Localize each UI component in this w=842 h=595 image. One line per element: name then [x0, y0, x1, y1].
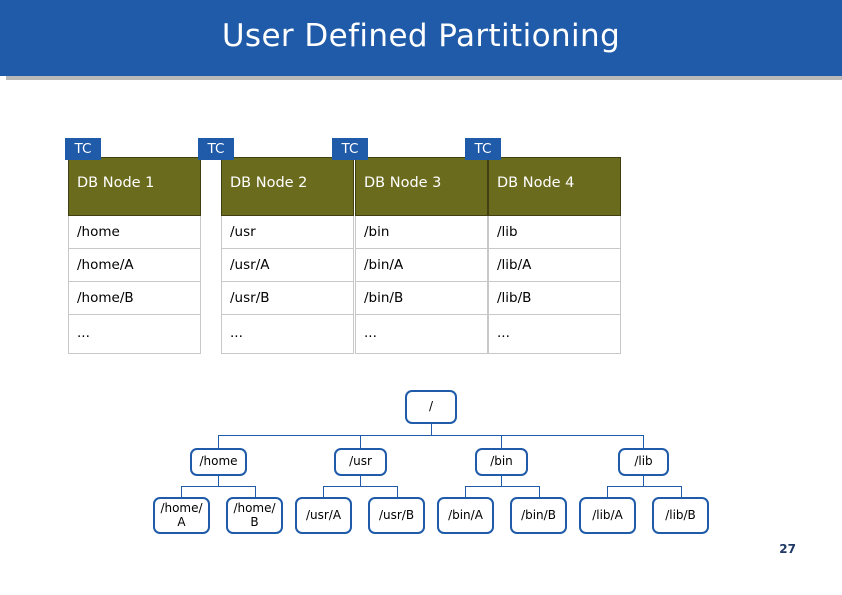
table-cell: /lib/A	[488, 249, 621, 282]
cell-label: /bin/A	[364, 257, 404, 273]
tree-connector	[681, 486, 682, 497]
tree-connector	[218, 435, 643, 436]
tree-connector	[501, 435, 502, 448]
table-cell: ...	[355, 315, 488, 354]
table-cell: ...	[488, 315, 621, 354]
cell-label: ...	[230, 325, 243, 341]
tree-connector	[255, 486, 256, 497]
tc-badge-node-2: TC	[198, 138, 234, 160]
directory-tree: / /home /usr /bin /lib /home/ A /home/ B…	[0, 380, 842, 550]
table-cell: /usr	[221, 216, 354, 249]
table-cell: /home	[68, 216, 201, 249]
column-header-label: DB Node 4	[497, 175, 575, 191]
tc-badge-node-4: TC	[465, 138, 501, 160]
tree-node-lib-b: /lib/B	[652, 497, 709, 534]
column-header-label: DB Node 1	[77, 175, 155, 191]
table-cell: /home/A	[68, 249, 201, 282]
cell-label: /lib/A	[497, 257, 532, 273]
tree-connector	[643, 476, 644, 486]
table-column-node-2: DB Node 2 /usr /usr/A /usr/B ...	[221, 157, 354, 354]
tree-connector	[181, 486, 255, 487]
table-column-node-1: DB Node 1 /home /home/A /home/B ...	[68, 157, 201, 354]
tree-connector	[397, 486, 398, 497]
tree-connector	[218, 435, 219, 448]
tree-node-bin-a: /bin/A	[437, 497, 494, 534]
cell-label: /bin	[364, 224, 390, 240]
tc-badge-node-1: TC	[65, 138, 101, 160]
column-header-node-1: DB Node 1	[68, 157, 201, 216]
tree-node-home: /home	[190, 448, 247, 476]
column-header-label: DB Node 2	[230, 175, 308, 191]
tree-node-home-a: /home/ A	[153, 497, 210, 534]
column-header-node-4: DB Node 4	[488, 157, 621, 216]
tree-connector	[181, 486, 182, 497]
table-cell: /bin	[355, 216, 488, 249]
table-cell: /lib	[488, 216, 621, 249]
cell-label: ...	[497, 325, 510, 341]
tree-node-lib-a: /lib/A	[579, 497, 636, 534]
cell-label: ...	[77, 325, 90, 341]
table-cell: ...	[68, 315, 201, 354]
cell-label: /home	[77, 224, 120, 240]
cell-label: /home/A	[77, 257, 134, 273]
table-cell: /lib/B	[488, 282, 621, 315]
page-title: User Defined Partitioning	[221, 18, 621, 54]
table-column-node-3: DB Node 3 /bin /bin/A /bin/B ...	[355, 157, 488, 354]
tree-node-bin-b: /bin/B	[510, 497, 567, 534]
tc-badge-node-3: TC	[332, 138, 368, 160]
title-bar-shadow	[6, 76, 842, 80]
cell-label: /home/B	[77, 290, 134, 306]
page-number: 27	[779, 542, 796, 556]
tree-node-root: /	[405, 390, 457, 424]
column-header-node-2: DB Node 2	[221, 157, 354, 216]
table-cell: /usr/B	[221, 282, 354, 315]
tree-connector	[501, 476, 502, 486]
cell-label: /lib/B	[497, 290, 532, 306]
tree-connector	[323, 486, 397, 487]
cell-label: /bin/B	[364, 290, 404, 306]
tree-connector	[323, 486, 324, 497]
cell-label: /usr/A	[230, 257, 270, 273]
cell-label: ...	[364, 325, 377, 341]
table-column-node-4: DB Node 4 /lib /lib/A /lib/B ...	[488, 157, 621, 354]
tree-connector	[643, 435, 644, 448]
tree-node-lib: /lib	[618, 448, 669, 476]
tree-connector	[539, 486, 540, 497]
cell-label: /usr/B	[230, 290, 270, 306]
tree-connector	[431, 424, 432, 435]
column-header-label: DB Node 3	[364, 175, 442, 191]
cell-label: /lib	[497, 224, 518, 240]
tree-connector	[607, 486, 681, 487]
table-cell: /home/B	[68, 282, 201, 315]
tree-node-bin: /bin	[475, 448, 528, 476]
slide-title-bar	[0, 0, 842, 76]
tree-connector	[465, 486, 466, 497]
cell-label: /usr	[230, 224, 256, 240]
tree-node-usr: /usr	[334, 448, 387, 476]
tree-connector	[218, 476, 219, 486]
table-cell: /usr/A	[221, 249, 354, 282]
tree-node-home-b: /home/ B	[226, 497, 283, 534]
tree-connector	[465, 486, 539, 487]
table-cell: /bin/A	[355, 249, 488, 282]
tree-connector	[360, 435, 361, 448]
tree-connector	[607, 486, 608, 497]
tree-node-usr-a: /usr/A	[295, 497, 352, 534]
table-cell: ...	[221, 315, 354, 354]
tree-node-usr-b: /usr/B	[368, 497, 425, 534]
table-cell: /bin/B	[355, 282, 488, 315]
column-header-node-3: DB Node 3	[355, 157, 488, 216]
tree-connector	[360, 476, 361, 486]
